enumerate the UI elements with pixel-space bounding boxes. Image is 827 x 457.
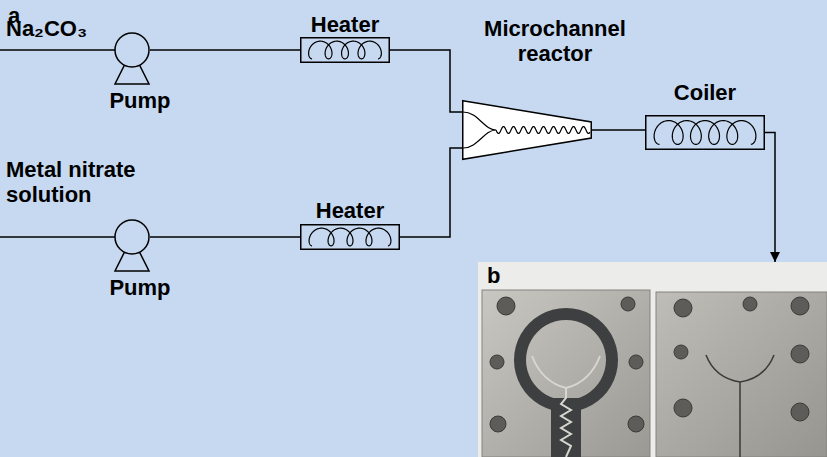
box-border <box>646 116 765 150</box>
heater-box: Heater <box>290 198 410 252</box>
flow-line <box>150 49 300 51</box>
coil-outline <box>645 115 765 150</box>
flow-line <box>592 129 645 131</box>
bolt-holes <box>490 297 809 432</box>
node-label: Microchannel reactor <box>475 16 635 67</box>
coil-symbol <box>309 41 382 59</box>
flow-line <box>150 236 300 238</box>
pump-circle <box>115 33 149 67</box>
reactor-outline <box>462 100 592 160</box>
microchannel-reactor: Microchannel reactor <box>462 12 638 162</box>
inlet-channels <box>463 112 496 148</box>
steel-plate <box>482 290 650 457</box>
pump-outline <box>114 220 150 272</box>
micro-channel <box>532 356 600 457</box>
coil-outline <box>300 37 390 63</box>
reactor-body <box>463 101 592 160</box>
photo-inset: b <box>478 262 827 457</box>
flow-line <box>390 50 462 112</box>
box-border <box>301 38 390 63</box>
pump-symbol: Pump <box>100 217 180 303</box>
heater-box: Heater <box>290 12 400 64</box>
photo-ground <box>478 262 827 457</box>
node-label: Heater <box>290 198 410 223</box>
mixing-channel <box>496 127 590 134</box>
node-label: Pump <box>100 275 180 300</box>
coil-symbol <box>309 228 391 246</box>
node-label: Pump <box>100 88 180 113</box>
flow-line <box>400 148 462 237</box>
steel-plate <box>656 292 827 457</box>
pump-circle <box>115 220 149 254</box>
feed-line <box>0 236 115 238</box>
reagent-label: Na₂CO₃ <box>6 16 87 41</box>
node-label: Coiler <box>640 80 770 105</box>
feed-line <box>0 49 115 51</box>
node-label: b <box>487 263 517 288</box>
node-label: Heater <box>290 12 400 37</box>
coil-outline <box>300 224 400 250</box>
reagent-label: Metal nitrate solution <box>6 157 166 208</box>
micro-channel <box>706 355 774 457</box>
box-border <box>301 225 400 250</box>
pump-outline <box>114 33 150 85</box>
pump-symbol: Pump <box>100 30 180 114</box>
coiler-box: Coiler <box>640 80 770 152</box>
coil-symbol <box>654 121 756 145</box>
reactor-photo <box>478 262 827 457</box>
flow-line <box>765 133 775 263</box>
